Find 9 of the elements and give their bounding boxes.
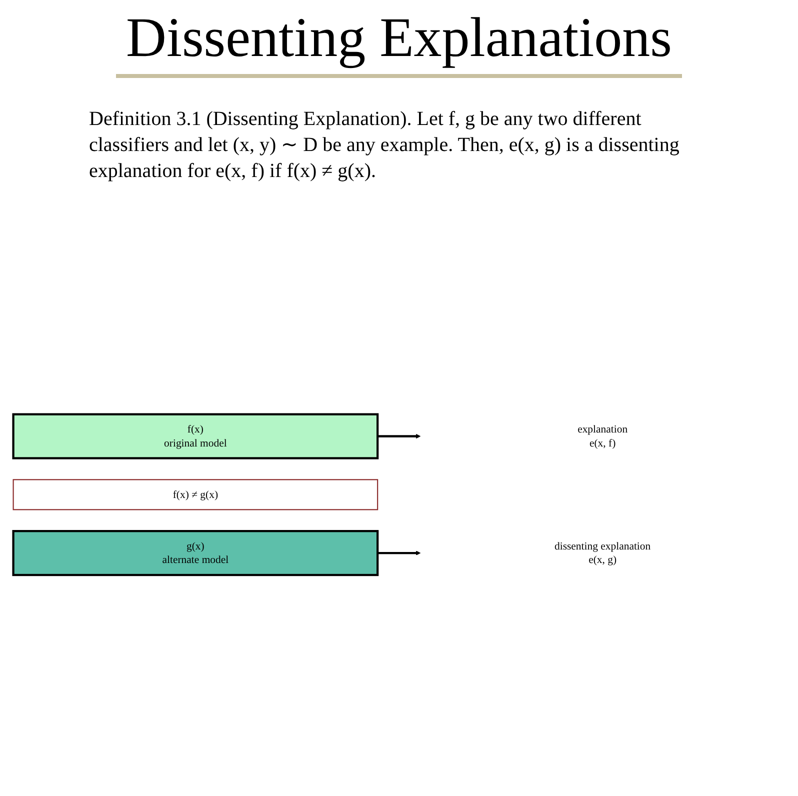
title: Dissenting Explanations [116,6,682,78]
node-text: explanation e(x, f) [578,424,628,450]
node-text: dissenting explanation e(x, g) [554,540,651,566]
node-box: f(x) original model [12,414,379,460]
arrow [378,551,421,556]
definition-text: Definition 3.1 (Dissenting Explanation). Let f, g be any two different classifiers and let (x, y) ∼ D be any example. Then, e(x, g) is a dissenting explanation for e(x, f) if f(x) ≠ g(x). [89,107,680,184]
node-box: f(x) ≠ g(x) [12,479,378,511]
node-box: g(x) alternate model [12,530,379,576]
arrow [378,434,421,439]
